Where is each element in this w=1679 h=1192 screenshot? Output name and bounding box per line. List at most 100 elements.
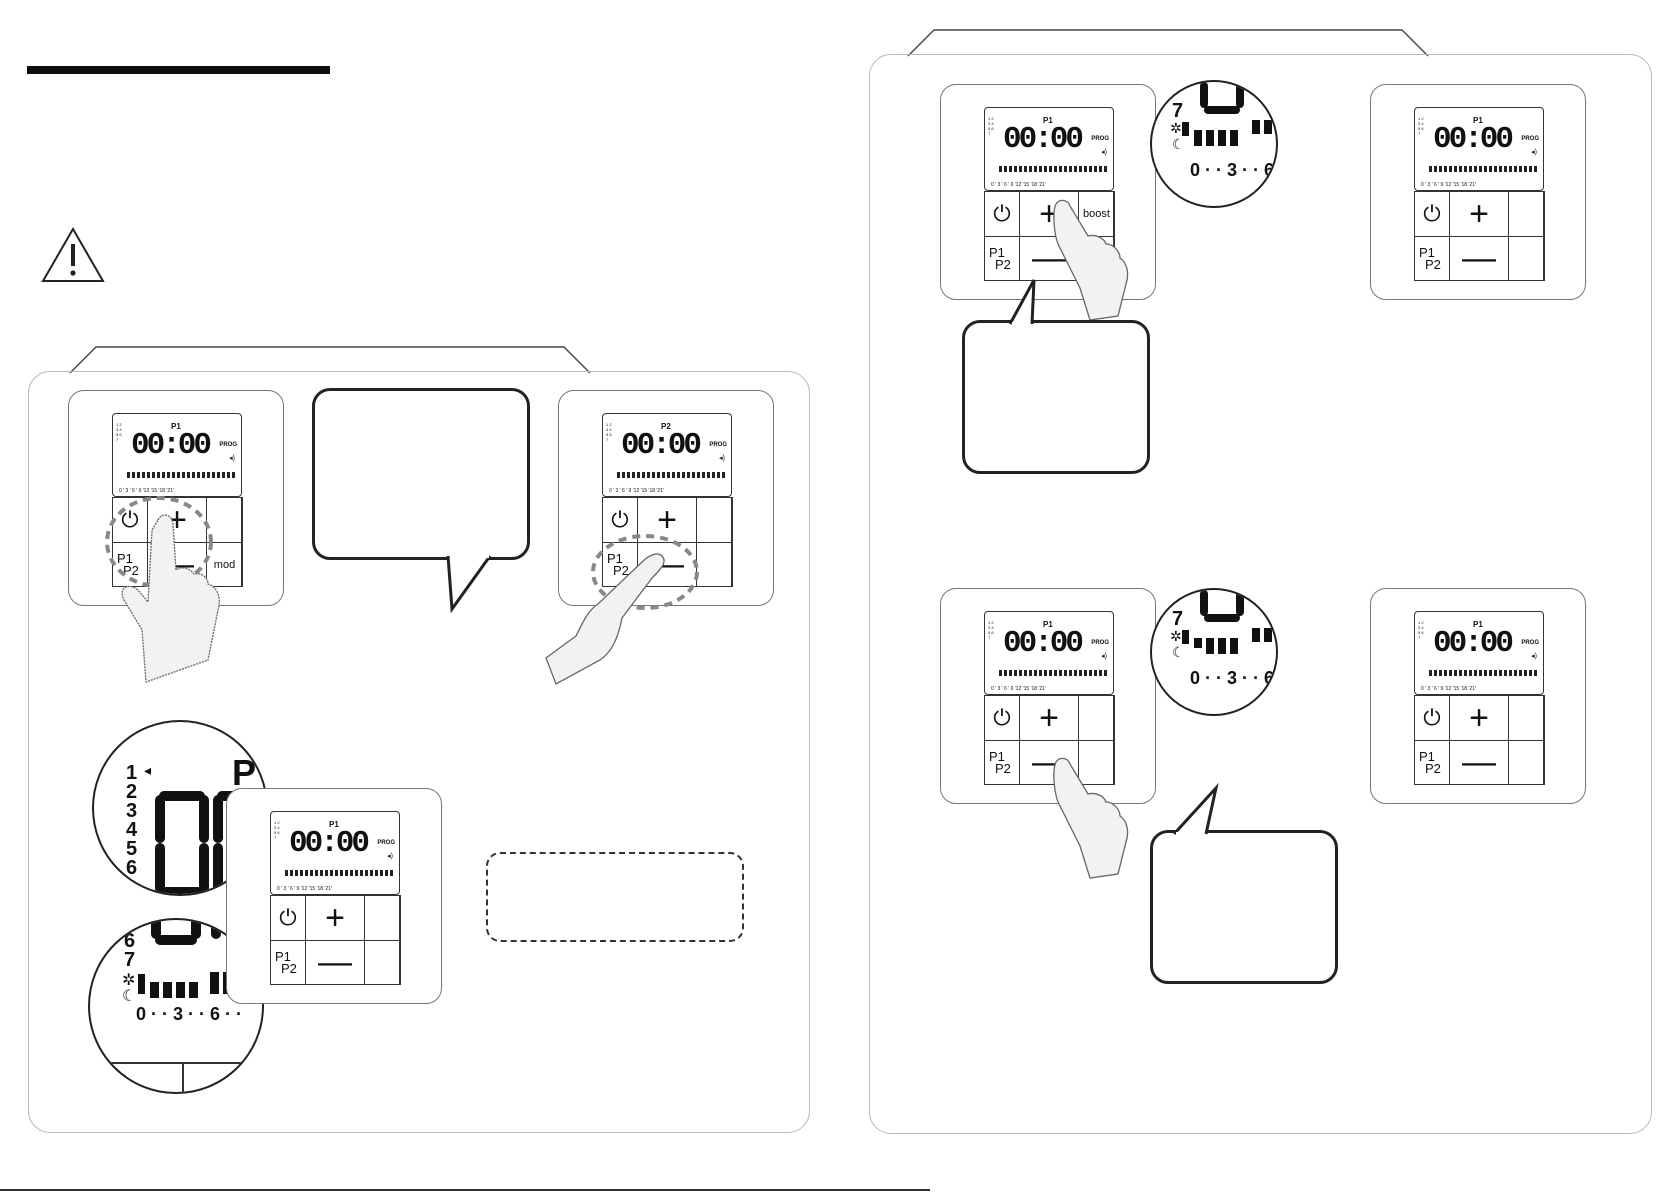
plus-button[interactable]: + (1449, 191, 1509, 237)
lcd-time: 00:00 (1003, 122, 1084, 157)
lcd-program-bars (127, 472, 235, 478)
lcd-arrow-icon: ◂) (1531, 149, 1537, 156)
power-button[interactable]: ⏻ (1414, 695, 1450, 741)
lcd-display: 1 2 3 4 5 6 7 P1 00:00 PROG ◂) 0 ' 3 ' 6… (984, 611, 1114, 695)
lcd-days: 1 2 3 4 5 6 7 (988, 620, 994, 640)
program-select-button[interactable]: P1 P2 (984, 236, 1020, 281)
plus-button[interactable]: + (305, 895, 365, 941)
zoom-connector (228, 760, 268, 761)
lcd-display: 1 2 3 4 5 6 7 P1 00:00 PROG ◂) 0 ' 3 ' 6… (984, 107, 1114, 191)
plus-button[interactable]: + (1449, 695, 1509, 741)
blank-button[interactable] (1078, 740, 1115, 785)
lcd-time: 00:00 (1433, 626, 1514, 661)
lcd-days: 1 2 3 4 5 6 7 (606, 422, 612, 442)
zoom-divider (90, 1062, 262, 1064)
blank-button[interactable] (1508, 191, 1545, 237)
keypad: ⏻ P1 P2 + — (602, 497, 733, 587)
zoom-hour-scale: 0 · · 3 · · 6 (1190, 668, 1275, 688)
lcd-zoom-detail: 7 ✲ ☾ 0 · · 3 · · 6 (1150, 588, 1278, 716)
mod-button[interactable]: mod (206, 542, 243, 587)
power-icon: ⏻ (611, 507, 629, 532)
blank-button[interactable] (1078, 695, 1115, 741)
p2-label: P2 (1425, 256, 1441, 272)
speech-bubble-tail (446, 552, 492, 614)
program-select-button[interactable]: P1 P2 (1414, 740, 1450, 785)
p2-label: P2 (995, 256, 1011, 272)
lcd-program-bars (999, 166, 1107, 172)
blank-button[interactable] (1508, 740, 1545, 785)
thermostat-device: 1 2 3 4 5 6 7 P1 00:00 PROG ◂) 0 ' 3 ' 6… (940, 588, 1156, 804)
lcd-hour-scale: 0 ' 3 ' 6 ' 9 '12 '15 '18 '21' (277, 886, 332, 892)
power-icon: ⏻ (1423, 705, 1441, 730)
program-select-button[interactable]: P1 P2 (984, 740, 1020, 785)
speech-bubble (312, 388, 530, 560)
program-select-button[interactable]: P1 P2 (1414, 236, 1450, 281)
lcd-display: 1 2 3 4 5 6 7 P1 00:00 PROG ◂) 0 ' 3 ' 6… (1414, 107, 1544, 191)
blank-button[interactable] (364, 895, 401, 941)
minus-button[interactable]: — (305, 940, 365, 985)
lcd-hour-scale: 0 ' 3 ' 6 ' 9 '12 '15 '18 '21' (1421, 686, 1476, 692)
thermostat-device: 1 2 3 4 5 6 7 P1 00:00 PROG ◂) 0 ' 3 ' 6… (1370, 588, 1586, 804)
lcd-display: 1 2 3 4 5 6 7 P2 00:00 PROG ◂) 0 ' 3 ' 6… (602, 413, 732, 497)
hand-icon (545, 553, 665, 685)
p2-label: P2 (281, 960, 297, 976)
p1-label: P1 (989, 748, 1005, 764)
lcd-prog-label: PROG (709, 442, 727, 448)
p2-label: P2 (1425, 760, 1441, 776)
zoom-divider (182, 1062, 184, 1092)
blank-button[interactable] (696, 542, 733, 587)
p2-label: P2 (613, 562, 629, 578)
lcd-days: 1 2 3 4 5 6 7 (1418, 116, 1424, 136)
power-icon: ⏻ (993, 201, 1011, 226)
blank-button[interactable] (1508, 236, 1545, 281)
speech-bubble (962, 320, 1150, 474)
lcd-days: 1 2 3 4 5 6 7 (116, 422, 122, 442)
thermostat-device: 1 2 3 4 5 6 7 P1 00:00 PROG ◂) 0 ' 3 ' 6… (1370, 84, 1586, 300)
blank-button[interactable] (364, 940, 401, 985)
blank-button[interactable] (1508, 695, 1545, 741)
hand-icon (1053, 199, 1129, 321)
lcd-display: 1 2 3 4 5 6 7 P1 00:00 PROG ◂) 0 ' 3 ' 6… (1414, 611, 1544, 695)
lcd-arrow-icon: ◂) (719, 455, 725, 462)
right-instruction-panel (869, 54, 1652, 1134)
zoom-hour-scale: 0 · · 3 · · 6 (1190, 160, 1275, 180)
lcd-display: 1 2 3 4 5 6 7 P1 00:00 PROG ◂) 0 ' 3 ' 6… (270, 811, 400, 895)
lcd-display: 1 2 3 4 5 6 7 P1 00:00 PROG ◂) 0 ' 3 ' 6… (112, 413, 242, 497)
program-select-button[interactable]: P1 P2 (270, 940, 306, 985)
p1-label: P1 (607, 550, 623, 566)
power-icon: ⏻ (993, 705, 1011, 730)
power-button[interactable]: ⏻ (984, 695, 1020, 741)
speech-bubble-tail (1172, 782, 1219, 838)
blank-button[interactable] (696, 497, 733, 543)
minus-button[interactable]: — (1449, 740, 1509, 785)
lcd-hour-scale: 0 ' 3 ' 6 ' 9 '12 '15 '18 '21' (609, 488, 664, 494)
plus-button[interactable]: + (1019, 695, 1079, 741)
lcd-hour-scale: 0 ' 3 ' 6 ' 9 '12 '15 '18 '21' (1421, 182, 1476, 188)
lcd-hour-scale: 0 ' 3 ' 6 ' 9 '12 '15 '18 '21' (991, 686, 1046, 692)
footer-rule (0, 1189, 930, 1191)
lcd-program-bars (1429, 166, 1537, 172)
zoom-big-digits (151, 920, 261, 945)
warning-icon (41, 226, 105, 282)
p2-label: P2 (123, 562, 139, 578)
minus-button[interactable]: — (1019, 236, 1079, 281)
lcd-program-label: P1 (171, 422, 181, 431)
minus-button[interactable]: — (1449, 236, 1509, 281)
power-button[interactable]: ⏻ (1414, 191, 1450, 237)
moon-icon: ☾ (1172, 136, 1185, 152)
power-button[interactable]: ⏻ (984, 191, 1020, 237)
speech-bubble-tail (1008, 279, 1036, 328)
lcd-days: 1 2 3 4 5 6 7 (988, 116, 994, 136)
zoom-hour-scale: 0 · · 3 · · 6 · · (136, 1004, 243, 1024)
lcd-arrow-icon: ◂) (229, 455, 235, 462)
p1-label: P1 (117, 550, 133, 566)
power-button[interactable]: ⏻ (270, 895, 306, 941)
zoom-p-letter: P (232, 752, 257, 793)
hand-icon (121, 514, 220, 683)
lcd-arrow-icon: ◂) (1531, 653, 1537, 660)
lcd-program-label: P1 (1043, 116, 1053, 125)
lcd-zoom-detail: 7 ✲ ☾ 0 · · 3 · · 6 (1150, 80, 1278, 208)
lcd-prog-label: PROG (1091, 640, 1109, 646)
